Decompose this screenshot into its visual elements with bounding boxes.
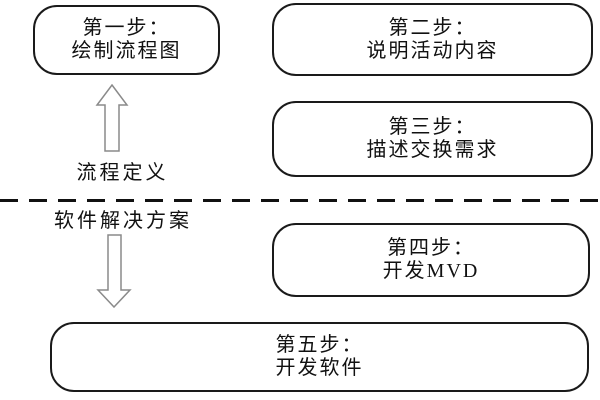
step-1-box: 第一步： 绘制流程图	[33, 5, 220, 75]
step-5-box: 第五步： 开发软件	[50, 322, 589, 392]
step-4-title: 第四步：	[387, 237, 475, 259]
step-4-desc: 开发MVD	[382, 260, 480, 282]
software-solution-label: 软件解决方案	[54, 210, 192, 232]
step-3-title: 第三步：	[388, 116, 477, 138]
step-2-title: 第二步：	[388, 16, 477, 39]
step-5-desc: 开发软件	[275, 357, 364, 379]
step-2-desc: 说明活动内容	[366, 39, 499, 62]
arrow-down-icon	[96, 234, 132, 308]
step-1-desc: 绘制流程图	[71, 40, 182, 62]
step-3-desc: 描述交换需求	[366, 139, 499, 161]
arrow-up-icon	[95, 84, 129, 152]
step-4-box: 第四步： 开发MVD	[272, 223, 590, 297]
step-2-box: 第二步： 说明活动内容	[272, 3, 593, 76]
process-definition-label: 流程定义	[76, 162, 169, 184]
step-3-box: 第三步： 描述交换需求	[272, 101, 593, 177]
step-1-title: 第一步：	[82, 17, 171, 39]
dashed-divider	[0, 199, 600, 202]
step-5-title: 第五步：	[275, 334, 364, 356]
